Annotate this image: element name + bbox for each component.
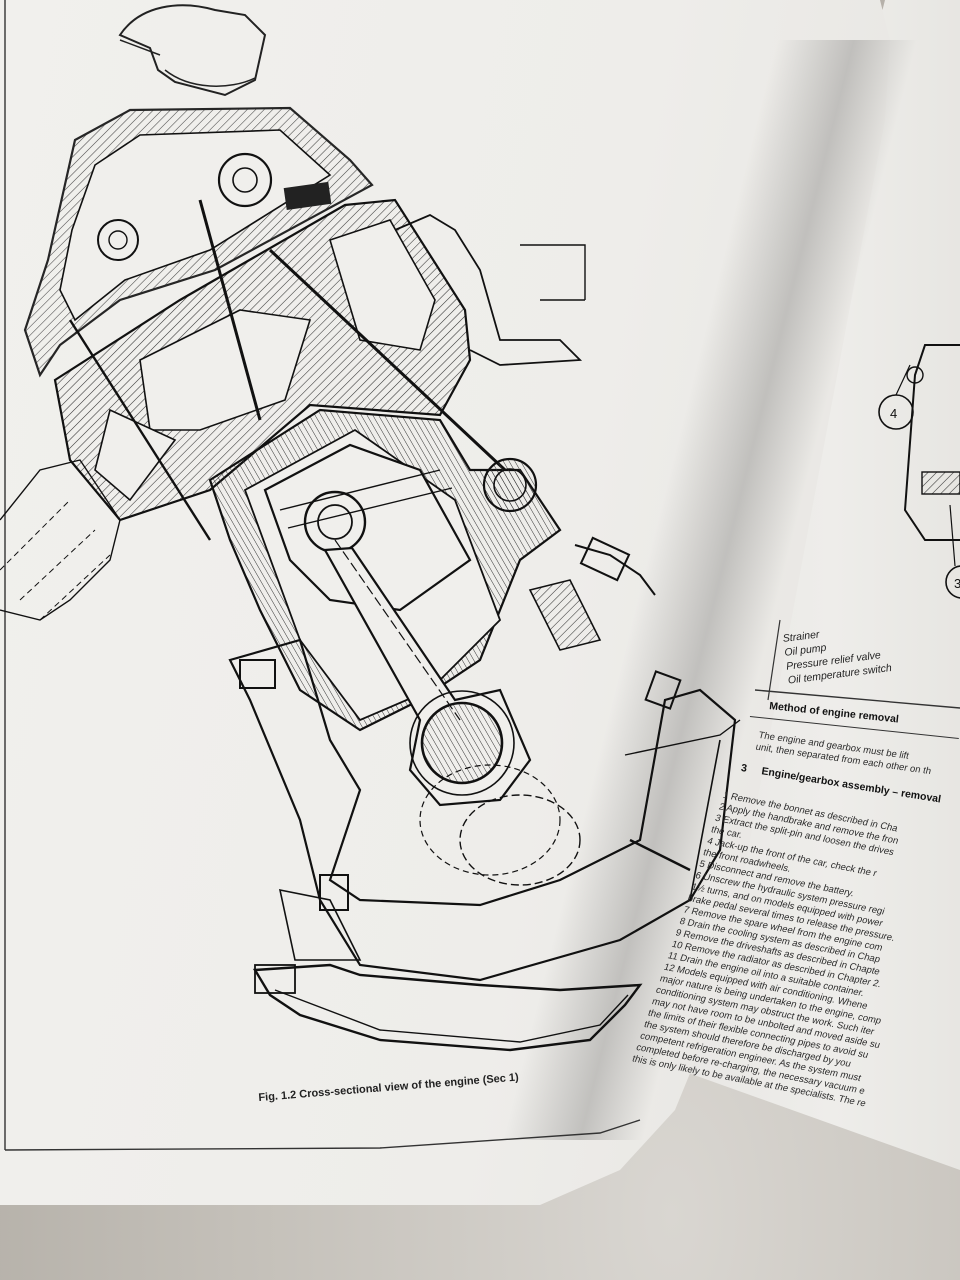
oil-circuit-diagram <box>903 344 960 541</box>
intake-pipe <box>118 4 267 97</box>
callout-3-label: 3 <box>954 576 960 591</box>
piston <box>263 443 472 612</box>
crankcase <box>228 638 737 982</box>
frame-line-bottom <box>4 1119 641 1151</box>
exhaust-manifold <box>394 213 583 366</box>
callout-3 <box>945 565 960 599</box>
section-number: 3 <box>740 762 748 775</box>
camshaft <box>217 152 273 208</box>
crank-journal <box>420 701 504 785</box>
oil-sump <box>252 963 643 1052</box>
subframe-left <box>0 459 121 621</box>
callout-4-label: 4 <box>890 406 897 421</box>
